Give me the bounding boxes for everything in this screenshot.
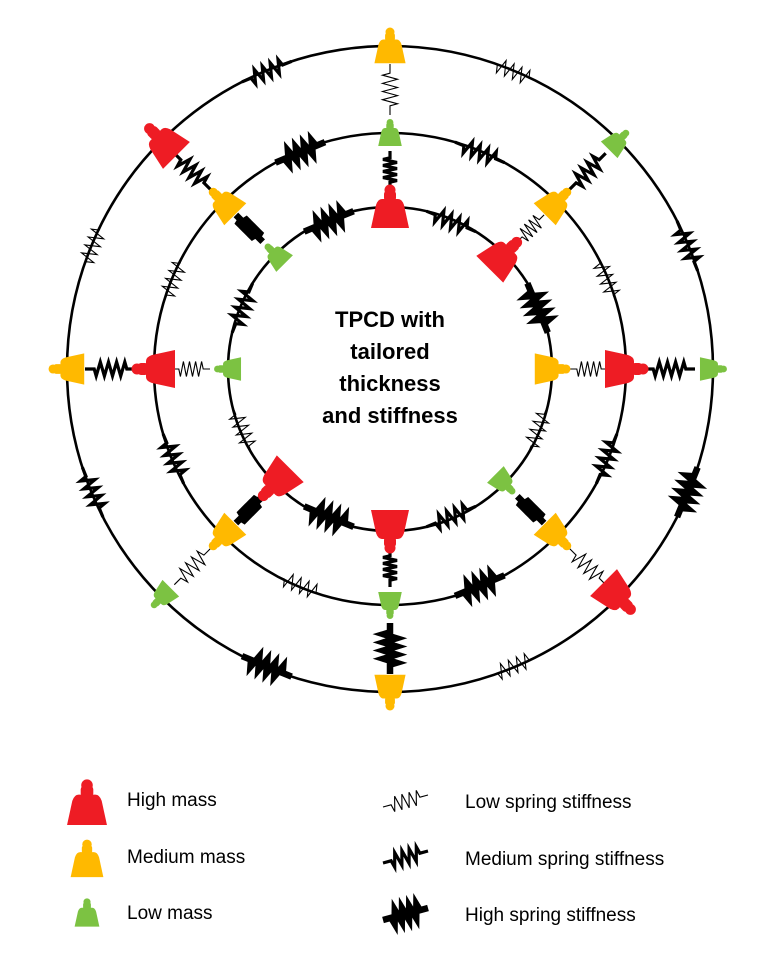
- springs-layer: [75, 54, 708, 687]
- high-mass-up-left-outer: [144, 123, 190, 169]
- middle-ring-spring-low: [160, 254, 187, 305]
- middle-ring-spring-low: [275, 572, 326, 599]
- legend-low-mass-label: Low mass: [127, 903, 213, 924]
- outer-ring-spring-medium: [241, 54, 293, 89]
- radial-spring-up-right-low: [516, 214, 545, 243]
- middle-ring-spring-medium: [454, 136, 506, 168]
- radial-spring-up-left-medium: [173, 152, 212, 191]
- medium-mass-down-left-middle: [208, 512, 247, 551]
- low-mass-legend-icon: [74, 898, 100, 927]
- radial-spring-right-medium: [644, 356, 695, 382]
- high-mass-left-middle: [131, 350, 175, 388]
- radial-spring-down-medium: [382, 549, 398, 587]
- medium-mass-down-right-middle: [533, 512, 572, 551]
- legend-low-spring-label: Low spring stiffness: [465, 792, 632, 813]
- radial-spring-down-right-low: [569, 548, 607, 586]
- low-mass-down-right-inner: [487, 466, 516, 495]
- radial-spring-up-medium: [382, 151, 398, 189]
- high-mass-up-inner: [371, 184, 409, 228]
- radial-spring-left-low: [172, 361, 210, 377]
- inner-ring-spring-high: [302, 496, 355, 537]
- medium-mass-up-right-middle: [533, 187, 572, 226]
- legend-low-mass-icon: [74, 898, 100, 927]
- inner-ring-spring-low: [524, 405, 551, 456]
- high-mass-legend-icon: [67, 779, 107, 826]
- middle-ring-spring-medium: [591, 433, 623, 485]
- legend-medium-mass-label: Medium mass: [127, 847, 245, 868]
- outer-ring-spring-high: [667, 466, 708, 519]
- radial-spring-right-low: [570, 361, 608, 377]
- radial-spring-up-low: [380, 64, 400, 115]
- high-mass-down-left-inner: [257, 455, 304, 502]
- medium-mass-down-outer: [374, 674, 406, 711]
- low-mass-down-middle: [378, 591, 402, 619]
- medium-mass-left-outer: [48, 353, 85, 385]
- radial-spring-down-high: [372, 623, 408, 674]
- low-mass-right-outer: [699, 357, 727, 381]
- low-mass-up-right-outer: [600, 129, 630, 159]
- legend-high-spring-label: High spring stiffness: [465, 905, 636, 926]
- legend: High mass Medium mass Low mass Low sprin…: [67, 779, 664, 935]
- middle-ring-spring-medium: [156, 433, 191, 485]
- outer-ring-spring-low: [488, 58, 539, 85]
- inner-ring-spring-medium: [226, 282, 258, 334]
- center-label: TPCD with tailored thickness and stiffne…: [322, 307, 458, 428]
- radial-spring-down-left-high: [233, 494, 265, 526]
- radial-spring-up-right-medium: [568, 152, 607, 191]
- medium-mass-right-inner: [534, 353, 571, 385]
- low-mass-up-left-inner: [264, 243, 293, 272]
- inner-ring-spring-high: [516, 281, 559, 334]
- inner-ring-spring-medium: [425, 205, 477, 237]
- outer-ring-spring-medium: [75, 466, 110, 518]
- center-label-line-3: thickness: [339, 371, 441, 396]
- radial-spring-down-right-high: [515, 494, 547, 526]
- low-mass-left-inner: [214, 357, 242, 381]
- center-label-line-1: TPCD with: [335, 307, 445, 332]
- radial-spring-left-medium: [85, 356, 136, 382]
- high-mass-up-right-inner: [476, 236, 523, 283]
- low-mass-up-middle: [378, 119, 402, 147]
- medium-mass-legend-icon: [70, 839, 104, 878]
- legend-high-spring-icon: [382, 893, 429, 935]
- radial-spring-up-left-high: [233, 212, 265, 244]
- inner-ring-spring-medium: [425, 499, 477, 534]
- legend-medium-mass-icon: [70, 839, 104, 878]
- medium-mass-up-outer: [374, 27, 406, 64]
- high-mass-right-middle: [605, 350, 649, 388]
- outer-ring-spring-low: [79, 220, 106, 271]
- outer-ring-spring-high: [240, 646, 293, 687]
- middle-ring-spring-high: [274, 130, 327, 174]
- masses-layer: [48, 27, 727, 711]
- low-spring-legend-icon: [382, 790, 429, 812]
- medium-mass-up-left-middle: [208, 187, 247, 226]
- high-mass-down-right-outer: [590, 569, 636, 615]
- legend-high-mass-label: High mass: [127, 790, 217, 811]
- low-mass-down-left-outer: [150, 579, 180, 609]
- middle-ring-spring-low: [592, 254, 622, 305]
- center-label-line-4: and stiffness: [322, 403, 458, 428]
- outer-ring-spring-low: [488, 651, 539, 681]
- center-label-line-2: tailored: [350, 339, 429, 364]
- inner-ring-spring-high: [302, 200, 355, 243]
- legend-low-spring-icon: [382, 790, 429, 812]
- outer-ring-spring-medium: [670, 220, 705, 272]
- middle-ring-spring-high: [453, 564, 506, 608]
- legend-high-mass-icon: [67, 779, 107, 826]
- inner-ring-spring-low: [227, 405, 257, 456]
- medium-spring-legend-icon: [382, 840, 429, 874]
- high-spring-legend-icon: [382, 893, 429, 935]
- radial-spring-down-left-low: [173, 548, 211, 586]
- legend-medium-spring-label: Medium spring stiffness: [465, 849, 664, 870]
- high-mass-down-inner: [371, 510, 409, 554]
- legend-medium-spring-icon: [382, 840, 429, 874]
